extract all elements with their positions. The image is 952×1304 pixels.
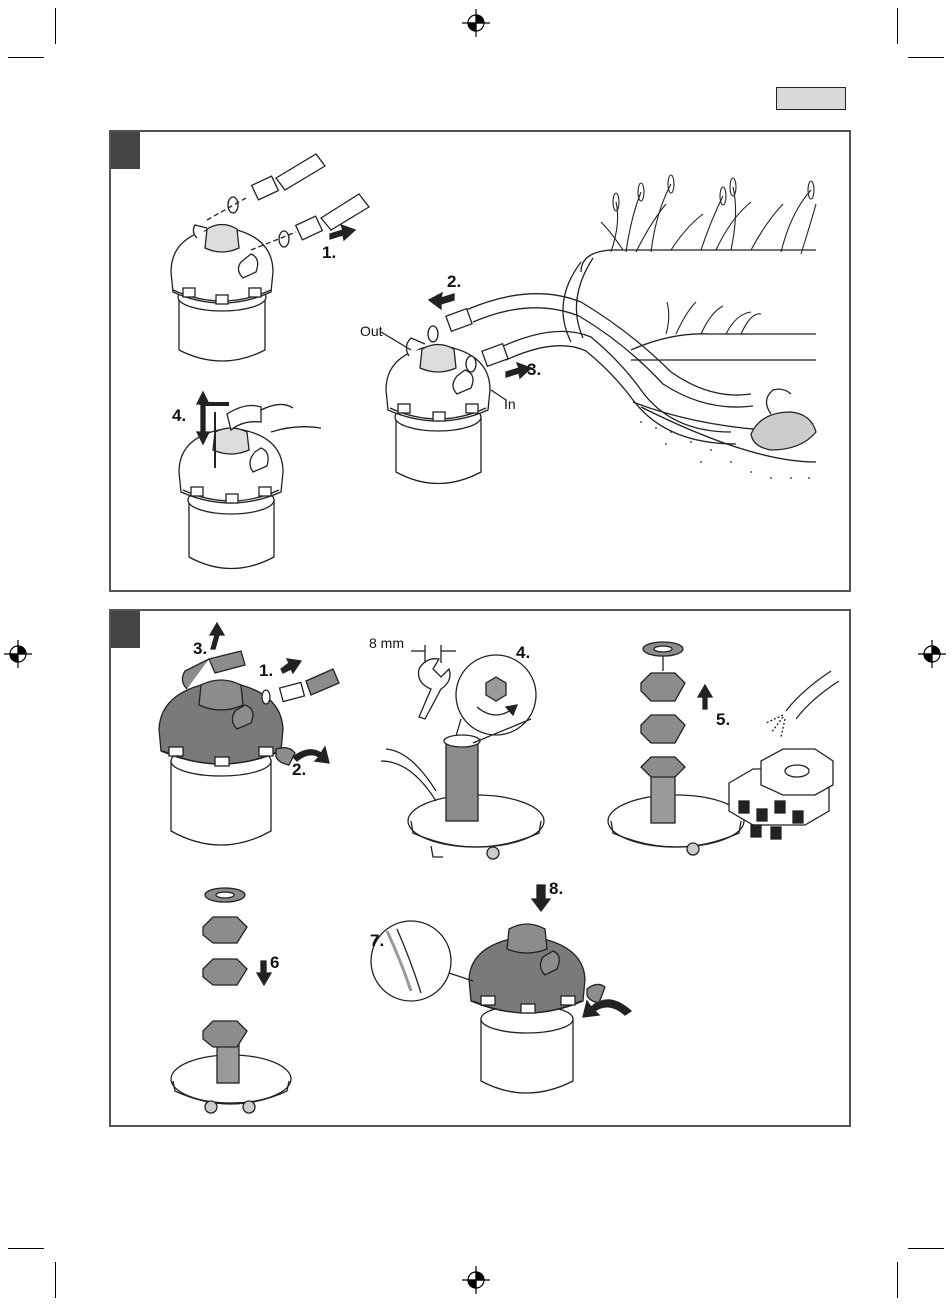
foam-stack-icon — [608, 642, 744, 855]
step-label: 5. — [716, 710, 730, 730]
connector-icon — [446, 309, 472, 332]
arrow-icon — [429, 293, 454, 309]
wrench-icon — [411, 645, 456, 719]
step-label: 1. — [322, 243, 336, 263]
dimension-label: 8 mm — [369, 635, 404, 651]
filter-unit-icon — [159, 659, 295, 845]
foam-pieces-icon — [729, 749, 833, 839]
magnifier-icon — [456, 655, 536, 743]
arrow-icon — [532, 885, 550, 911]
step-label: 7. — [370, 931, 384, 951]
water-hose-icon — [766, 671, 839, 737]
cleaning-illustration — [111, 611, 853, 1129]
step-label: 2. — [292, 760, 306, 780]
panel-connection: 1. 2. 3. 4. Out In — [109, 130, 851, 592]
step-label: 3. — [527, 360, 541, 380]
hose-icon — [466, 258, 753, 444]
panel-cleaning: 1. 2. 3. 4. 5. 6 7. 8. 8 mm — [109, 609, 851, 1127]
ring-icon — [466, 356, 476, 372]
connection-illustration — [111, 132, 853, 594]
registration-target-bottom-icon — [462, 1266, 490, 1294]
language-tab — [776, 87, 846, 110]
filter-unit-icon — [179, 404, 321, 569]
pond-pump-icon — [751, 389, 816, 450]
inlet-label: In — [504, 396, 516, 412]
curved-arrow-icon — [583, 1000, 631, 1017]
step-label: 4. — [172, 406, 186, 426]
step-label: 4. — [516, 643, 530, 663]
arrow-icon — [281, 659, 301, 673]
step-label: 2. — [447, 272, 461, 292]
registration-target-left-icon — [4, 640, 32, 668]
arrow-icon — [698, 685, 712, 709]
arrow-icon — [257, 961, 271, 985]
arrow-icon — [210, 623, 224, 649]
step-label: 1. — [259, 661, 273, 681]
outlet-label: Out — [360, 323, 383, 339]
ring-icon — [428, 326, 438, 342]
ring-icon — [262, 690, 270, 704]
registration-target-top-icon — [462, 9, 490, 37]
step-label: 8. — [549, 879, 563, 899]
connector-icon — [280, 682, 305, 701]
magnifier-icon — [371, 921, 473, 1001]
double-arrow-icon — [197, 392, 209, 444]
step-label: 3. — [193, 639, 207, 659]
connector-icon — [482, 344, 508, 367]
foam-stack-icon — [171, 888, 291, 1113]
pond-plants-icon — [601, 175, 816, 334]
step-label: 6 — [270, 953, 279, 973]
registration-target-right-icon — [918, 640, 946, 668]
pointer-line — [381, 332, 411, 350]
filter-unit-icon — [171, 225, 273, 362]
filter-core-icon — [381, 735, 544, 859]
